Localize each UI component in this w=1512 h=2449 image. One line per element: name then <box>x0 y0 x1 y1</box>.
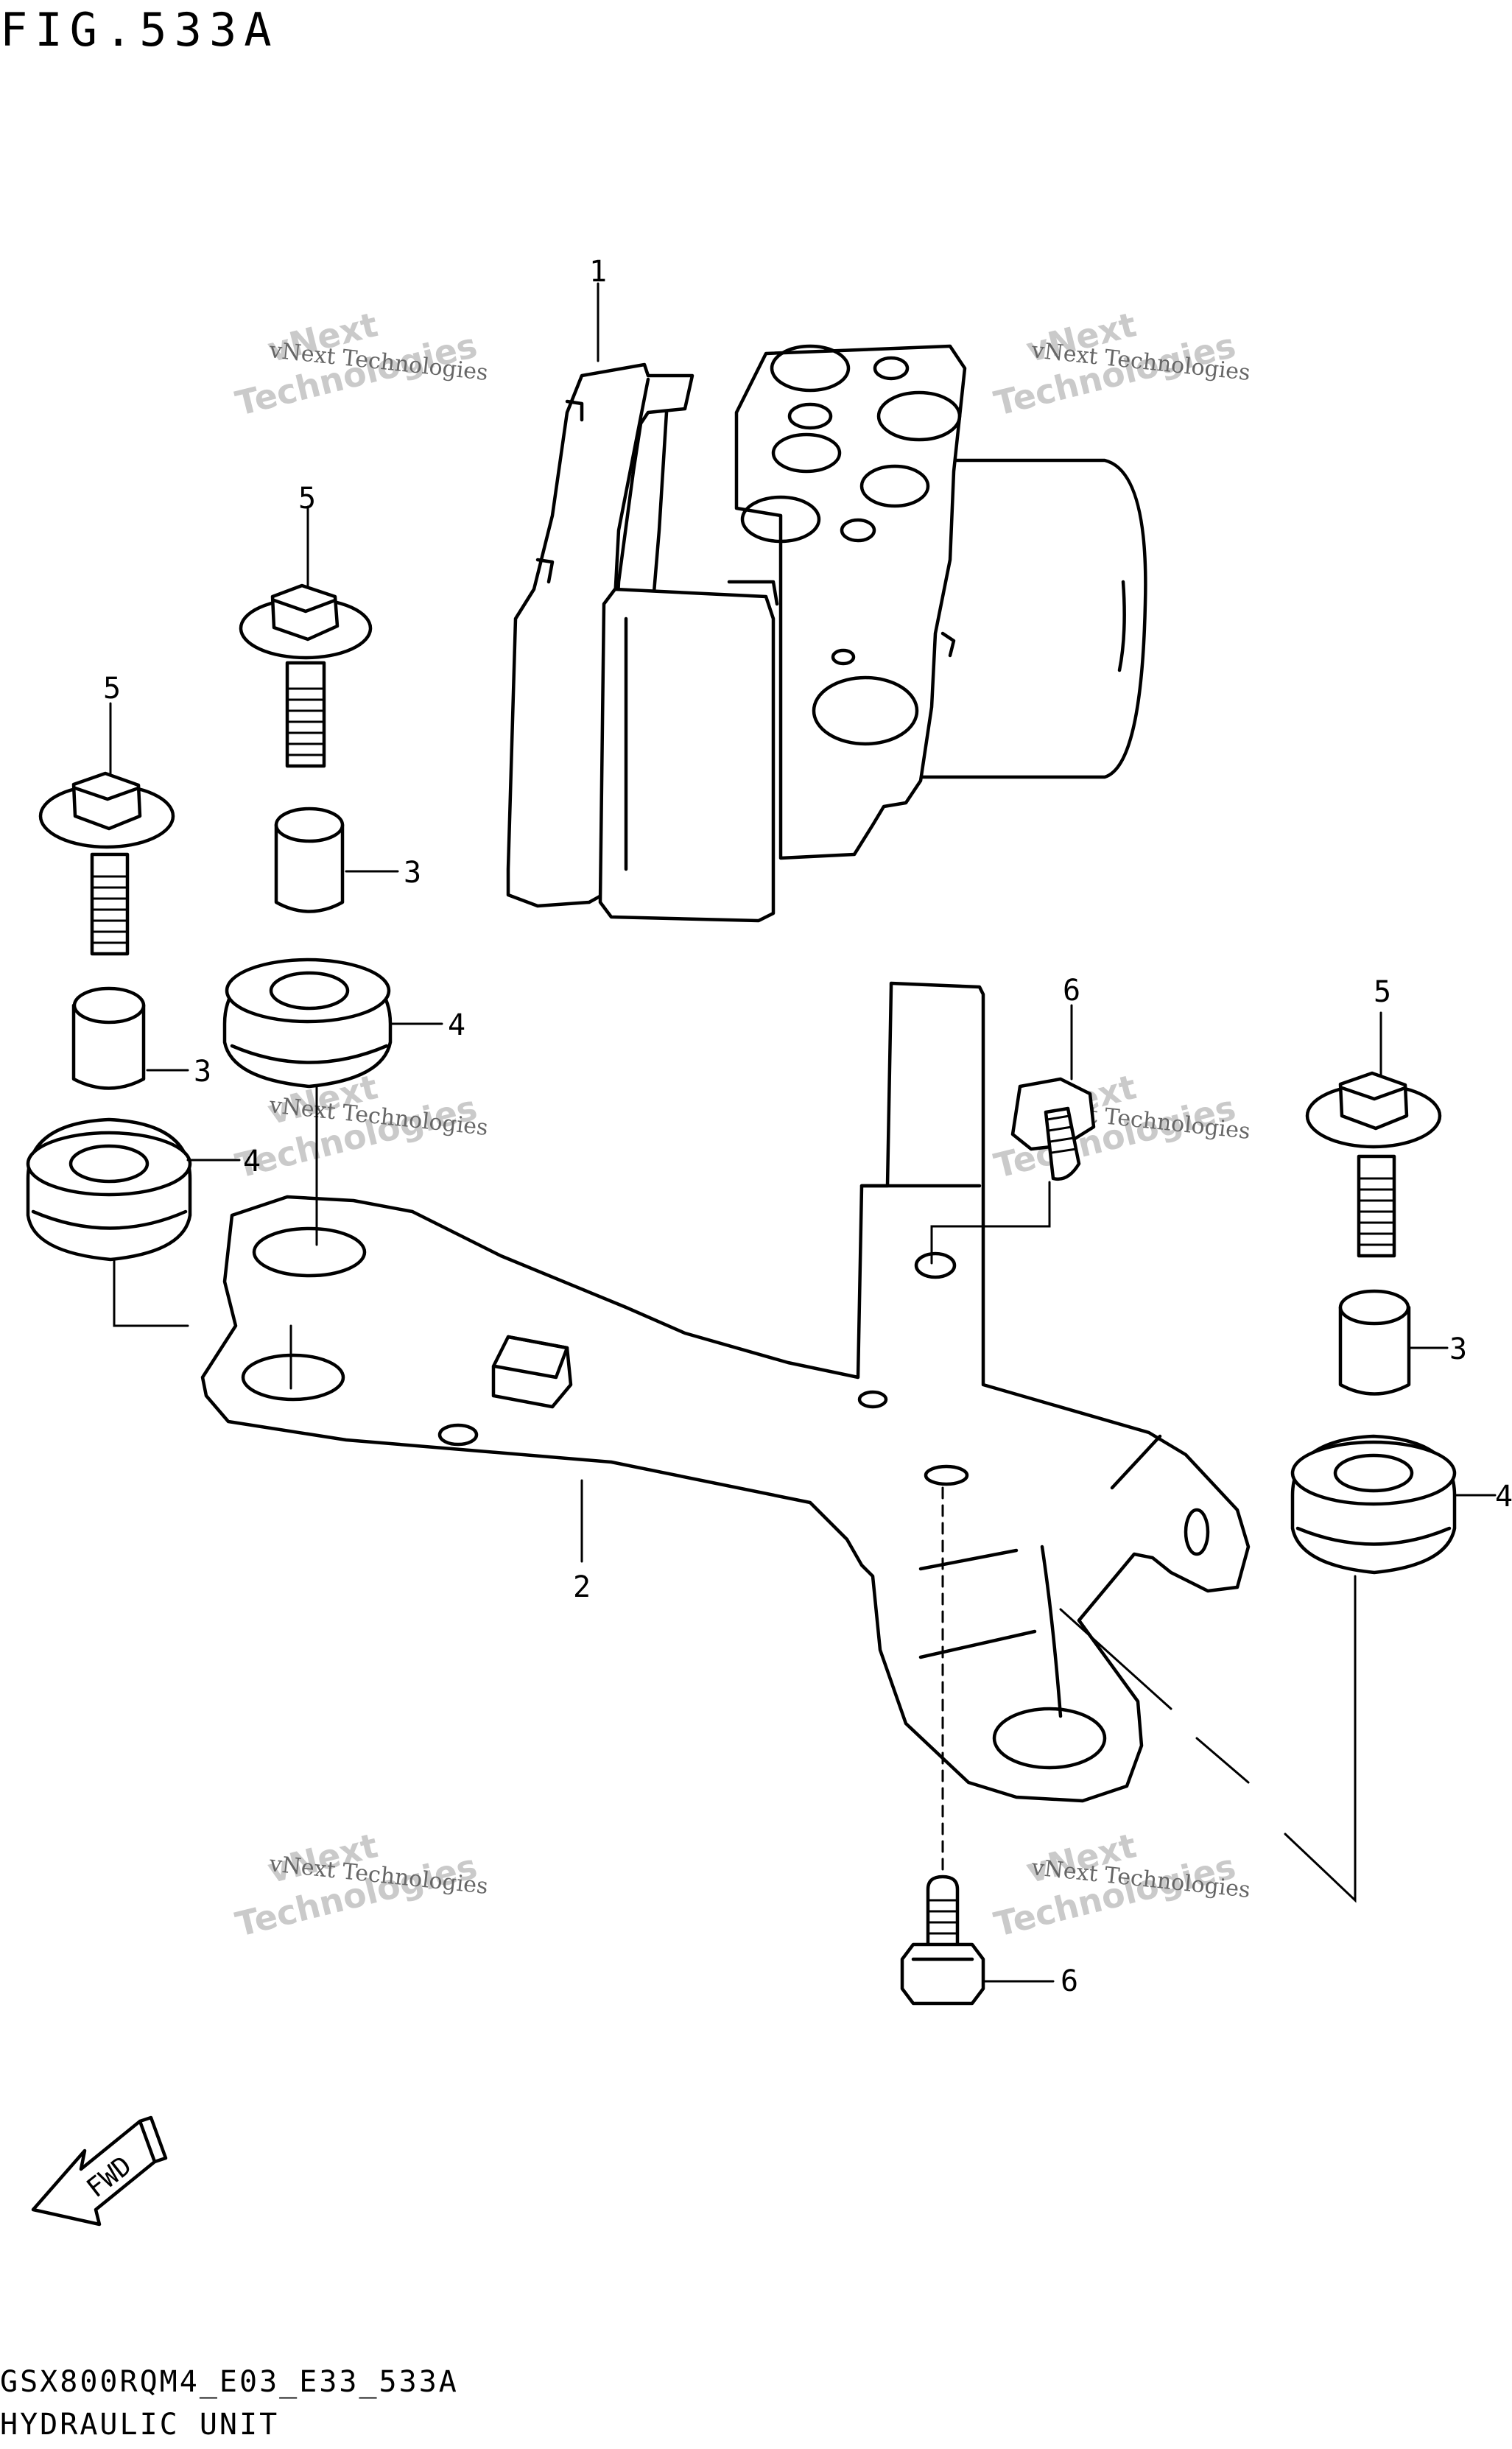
grommet-part-4-left <box>26 1117 192 1262</box>
bolt-shank <box>1357 1154 1396 1258</box>
mount-hole <box>1184 1508 1210 1556</box>
grommet-hole <box>68 1144 150 1184</box>
assembly-lines <box>109 282 1497 1983</box>
mount-hole <box>252 1226 367 1278</box>
motor-edge <box>1117 580 1126 672</box>
grommet-part-4-right <box>1290 1434 1457 1575</box>
port-hole-large <box>812 675 919 746</box>
grommet-top <box>1290 1440 1457 1506</box>
bolt-hole <box>924 1464 969 1486</box>
port-hole <box>840 518 876 543</box>
fwd-arrow-icon: FWD <box>31 2115 168 2227</box>
bolt-hex-head <box>1338 1071 1409 1131</box>
bolt-hole <box>437 1423 479 1447</box>
collar-part-3-upper <box>274 807 345 913</box>
bolt-thread <box>287 687 324 756</box>
collar-body <box>1338 1305 1411 1396</box>
bolt-thread <box>928 1899 957 1946</box>
bolt-part-6-upper <box>1010 1077 1096 1181</box>
callout-3: 3 <box>1449 1332 1467 1366</box>
bracket-part-2 <box>200 981 1251 1803</box>
callout-6: 6 <box>1061 1964 1078 1998</box>
port-hole <box>873 356 910 381</box>
grommet-top <box>225 958 391 1024</box>
bolt-hole <box>857 1390 888 1409</box>
mount-hole <box>992 1707 1107 1770</box>
callout-5: 5 <box>298 482 316 516</box>
bolt-hex-edge <box>272 598 337 614</box>
grommet-groove <box>31 1209 188 1230</box>
grommet-hole <box>269 971 350 1011</box>
bolt-thread <box>1046 1114 1077 1154</box>
grommet-groove <box>230 1044 389 1064</box>
callout-4: 4 <box>448 1008 465 1042</box>
bolt-hex-head <box>900 1942 985 2006</box>
nut-block-top <box>493 1335 569 1380</box>
grommet-groove <box>1295 1526 1452 1546</box>
bracket-tab <box>940 631 956 658</box>
collar-body <box>71 1003 146 1090</box>
ecu-detail <box>565 399 584 422</box>
bolt-part-5-right <box>1305 1071 1442 1258</box>
ecu-detail <box>535 558 555 584</box>
bolt-hex-edge <box>1340 1086 1407 1101</box>
port-hole <box>740 495 821 544</box>
mount-hole <box>241 1353 345 1402</box>
collar-part-3-left <box>71 986 146 1090</box>
collar-top <box>1338 1289 1410 1326</box>
bracket-bend <box>1110 1434 1162 1490</box>
model-code: GSX800RQM4_E03_E33_533A <box>0 2365 459 2399</box>
port-hole <box>859 464 930 508</box>
hydraulic-unit-part-1 <box>506 344 1147 923</box>
grommet-top <box>26 1131 192 1197</box>
grommet-hole <box>1333 1453 1414 1493</box>
port-hole <box>787 402 833 430</box>
collar-part-3-right <box>1338 1289 1411 1396</box>
port-hole <box>771 432 842 474</box>
port-hole <box>876 390 962 442</box>
motor-housing <box>911 458 1147 779</box>
bolt-part-5-left <box>38 771 175 956</box>
callout-4: 4 <box>1495 1480 1512 1514</box>
callout-1: 1 <box>589 255 607 289</box>
callout-labels: 1 2 3 3 3 4 4 4 5 5 5 6 6 <box>103 255 1512 1998</box>
bolt-shank <box>926 1874 960 1961</box>
bracket-bend <box>1040 1545 1063 1718</box>
bolt-part-5-upper <box>239 583 373 768</box>
callout-6: 6 <box>1063 974 1080 1008</box>
bolt-hex-head <box>71 771 142 831</box>
port-hole <box>831 648 856 666</box>
callout-5: 5 <box>1374 975 1391 1009</box>
callout-3: 3 <box>194 1055 211 1089</box>
callout-4: 4 <box>243 1145 261 1178</box>
bolt-thread <box>1359 1177 1394 1246</box>
figure-title: FIG.533A <box>0 3 279 57</box>
bolt-thread <box>92 875 127 944</box>
connector-edge <box>727 580 779 606</box>
bracket-bend <box>918 1629 1037 1659</box>
bolt-hex-edge <box>73 786 141 801</box>
port-hole <box>770 344 851 393</box>
bolt-shank <box>285 661 326 768</box>
callout-2: 2 <box>573 1570 591 1604</box>
bracket-bend <box>918 1548 1019 1571</box>
collar-body <box>274 823 345 913</box>
callout-5: 5 <box>103 672 121 706</box>
bolt-part-6-lower <box>900 1874 985 2006</box>
bolt-shank <box>90 852 130 956</box>
figure-caption: HYDRAULIC UNIT <box>0 2408 279 2442</box>
grommet-part-4-upper <box>222 958 393 1089</box>
collar-top <box>72 986 146 1025</box>
callout-3: 3 <box>404 856 421 890</box>
bolt-hole <box>914 1251 957 1279</box>
connector-box <box>598 587 776 923</box>
bracket-plate <box>200 981 1251 1803</box>
collar-top <box>274 807 345 843</box>
